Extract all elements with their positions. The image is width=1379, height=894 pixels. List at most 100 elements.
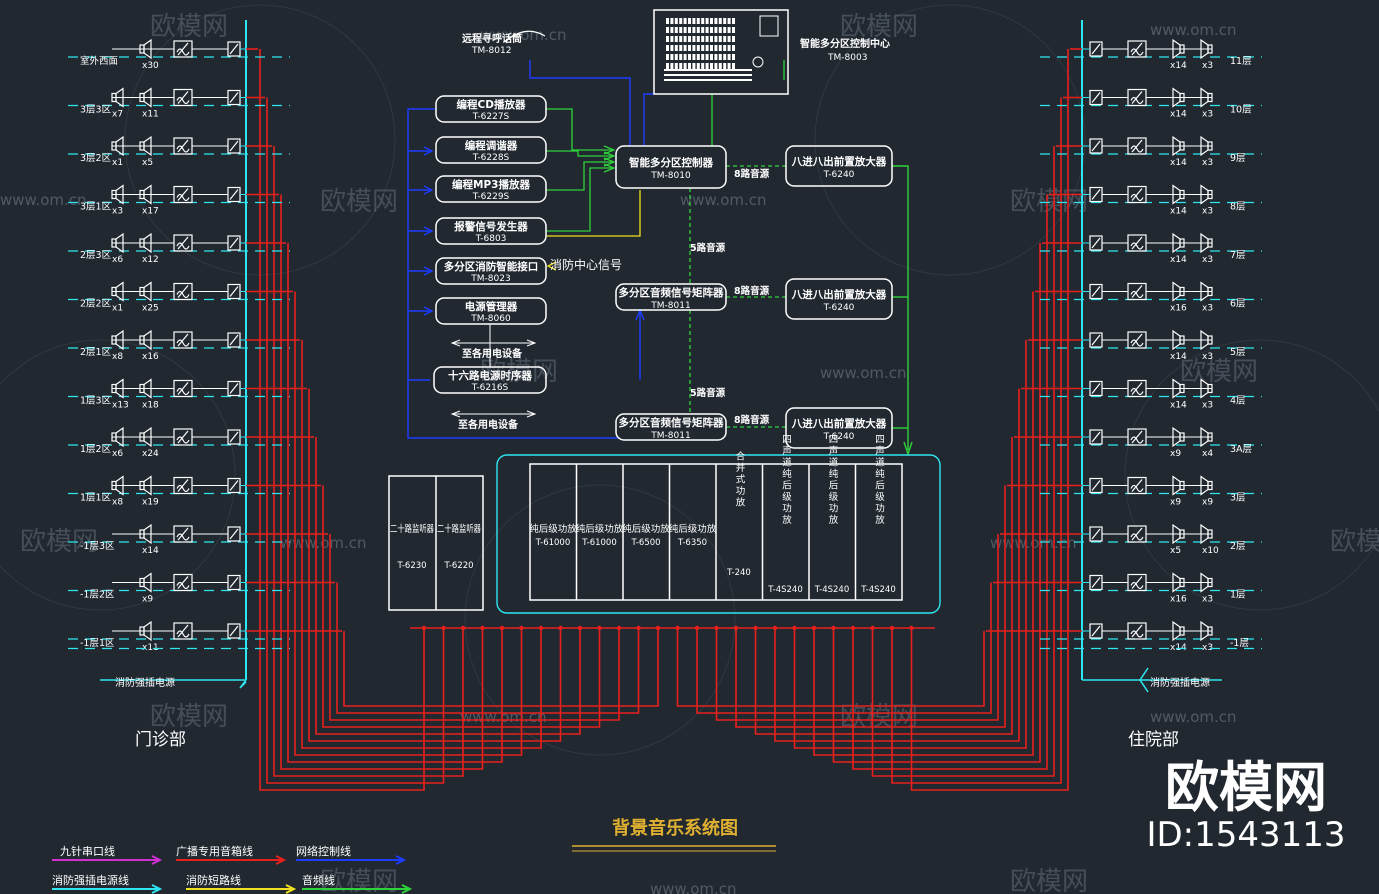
volume-wave — [176, 96, 190, 105]
relay-icon — [1089, 138, 1103, 154]
count-label: x3 — [112, 207, 123, 217]
count-label: x3 — [1202, 352, 1213, 362]
control-key — [670, 54, 674, 60]
control-key — [692, 36, 696, 42]
volume-slash — [177, 333, 189, 347]
route-label: 5路音源 — [690, 242, 726, 254]
legend-arrow — [151, 855, 163, 865]
speaker-cone — [143, 184, 152, 205]
relay-icon — [227, 380, 241, 397]
speaker-cable — [329, 534, 620, 721]
count-label: x9 — [1202, 498, 1213, 508]
volume-slash — [1131, 576, 1143, 589]
speaker-cone — [143, 329, 152, 351]
speaker-cone — [115, 426, 124, 448]
control-key — [674, 54, 678, 60]
relay-slash — [229, 577, 239, 588]
diagram-title: 背景音乐系统图 — [612, 817, 738, 839]
speaker-cone — [143, 87, 152, 108]
legend-label: 音频线 — [302, 873, 335, 887]
speaker-cone — [1172, 38, 1181, 60]
volume-slash — [177, 236, 189, 250]
control-key — [727, 36, 731, 42]
speaker-cone — [115, 184, 124, 205]
audio-line — [892, 165, 909, 450]
watermark-brand: 欧模网 — [1180, 357, 1258, 387]
watermark-url: www.om.cn — [460, 708, 547, 726]
control-key — [732, 36, 735, 42]
count-label: x13 — [112, 401, 129, 411]
control-key — [705, 27, 709, 33]
count-label: x3 — [1202, 304, 1213, 314]
network-line — [643, 93, 654, 146]
audio-arrow — [903, 441, 913, 457]
power-arrow-head — [450, 410, 461, 418]
relay-icon — [227, 283, 241, 300]
control-center-unit — [653, 9, 789, 95]
source-name: 多分区消防智能接口 — [444, 260, 539, 273]
watermark-url: www.om.cn — [1150, 21, 1237, 39]
speaker-cone — [143, 475, 152, 496]
zone-label: 2层2区 — [80, 299, 112, 310]
watermark-brand: 欧模网 — [150, 702, 228, 732]
bus-arrow — [239, 679, 247, 689]
volume-wave — [1130, 533, 1144, 541]
control-key — [670, 45, 674, 51]
volume-slash — [1131, 333, 1143, 347]
speaker-cable — [315, 437, 581, 735]
monitor-model: T-6220 — [443, 561, 473, 571]
control-key — [666, 63, 669, 69]
speaker-cone — [1200, 620, 1209, 642]
control-key — [714, 36, 718, 42]
speaker-cone — [143, 523, 152, 545]
control-key — [723, 45, 727, 51]
zone-label: -1层1区 — [80, 638, 115, 649]
volume-wave — [1130, 290, 1144, 299]
left-section-name: 门诊部 — [135, 730, 186, 750]
control-key — [714, 18, 718, 24]
volume-wave — [176, 193, 190, 202]
control-key — [683, 27, 687, 33]
speaker-cone — [115, 475, 124, 496]
amp-model: T-4S240 — [767, 585, 803, 595]
audio-matrix-name: 多分区音频信号矩阵器 — [619, 286, 724, 299]
source-model: TM-8060 — [470, 314, 511, 324]
volume-slash — [177, 576, 189, 589]
speaker-cone — [115, 329, 124, 351]
network-arrow — [423, 146, 434, 156]
control-key — [718, 36, 722, 42]
amp-name: 纯后级功放 — [529, 523, 577, 535]
audio-matrix-box — [615, 413, 727, 441]
speaker-cone — [1200, 87, 1209, 108]
volume-wave — [176, 48, 190, 56]
speaker-cable — [715, 534, 999, 721]
control-key — [701, 54, 705, 60]
count-label: x3 — [1202, 61, 1213, 71]
volume-control-icon — [173, 379, 193, 398]
speaker-cone — [1200, 135, 1209, 157]
speaker-cone — [1200, 475, 1209, 496]
control-key — [679, 63, 683, 69]
legend-label: 消防强插电源线 — [52, 873, 129, 887]
volume-control-icon — [173, 234, 193, 252]
floor-label: 8层 — [1230, 202, 1246, 213]
watermark-logo-text: 欧模网 — [1165, 756, 1327, 819]
route-label: 8路音源 — [734, 168, 770, 180]
source-name: 十六路电源时序器 — [448, 369, 532, 382]
preamplifier-box — [785, 278, 893, 320]
control-key — [688, 18, 691, 24]
volume-control-icon — [1127, 331, 1147, 349]
speaker-cable — [280, 194, 484, 770]
source-model: T-6227S — [472, 112, 510, 122]
power-arrow-head — [526, 410, 537, 418]
speaker-cable — [287, 243, 503, 763]
volume-wave — [1130, 387, 1144, 396]
network-arrow — [423, 266, 434, 276]
